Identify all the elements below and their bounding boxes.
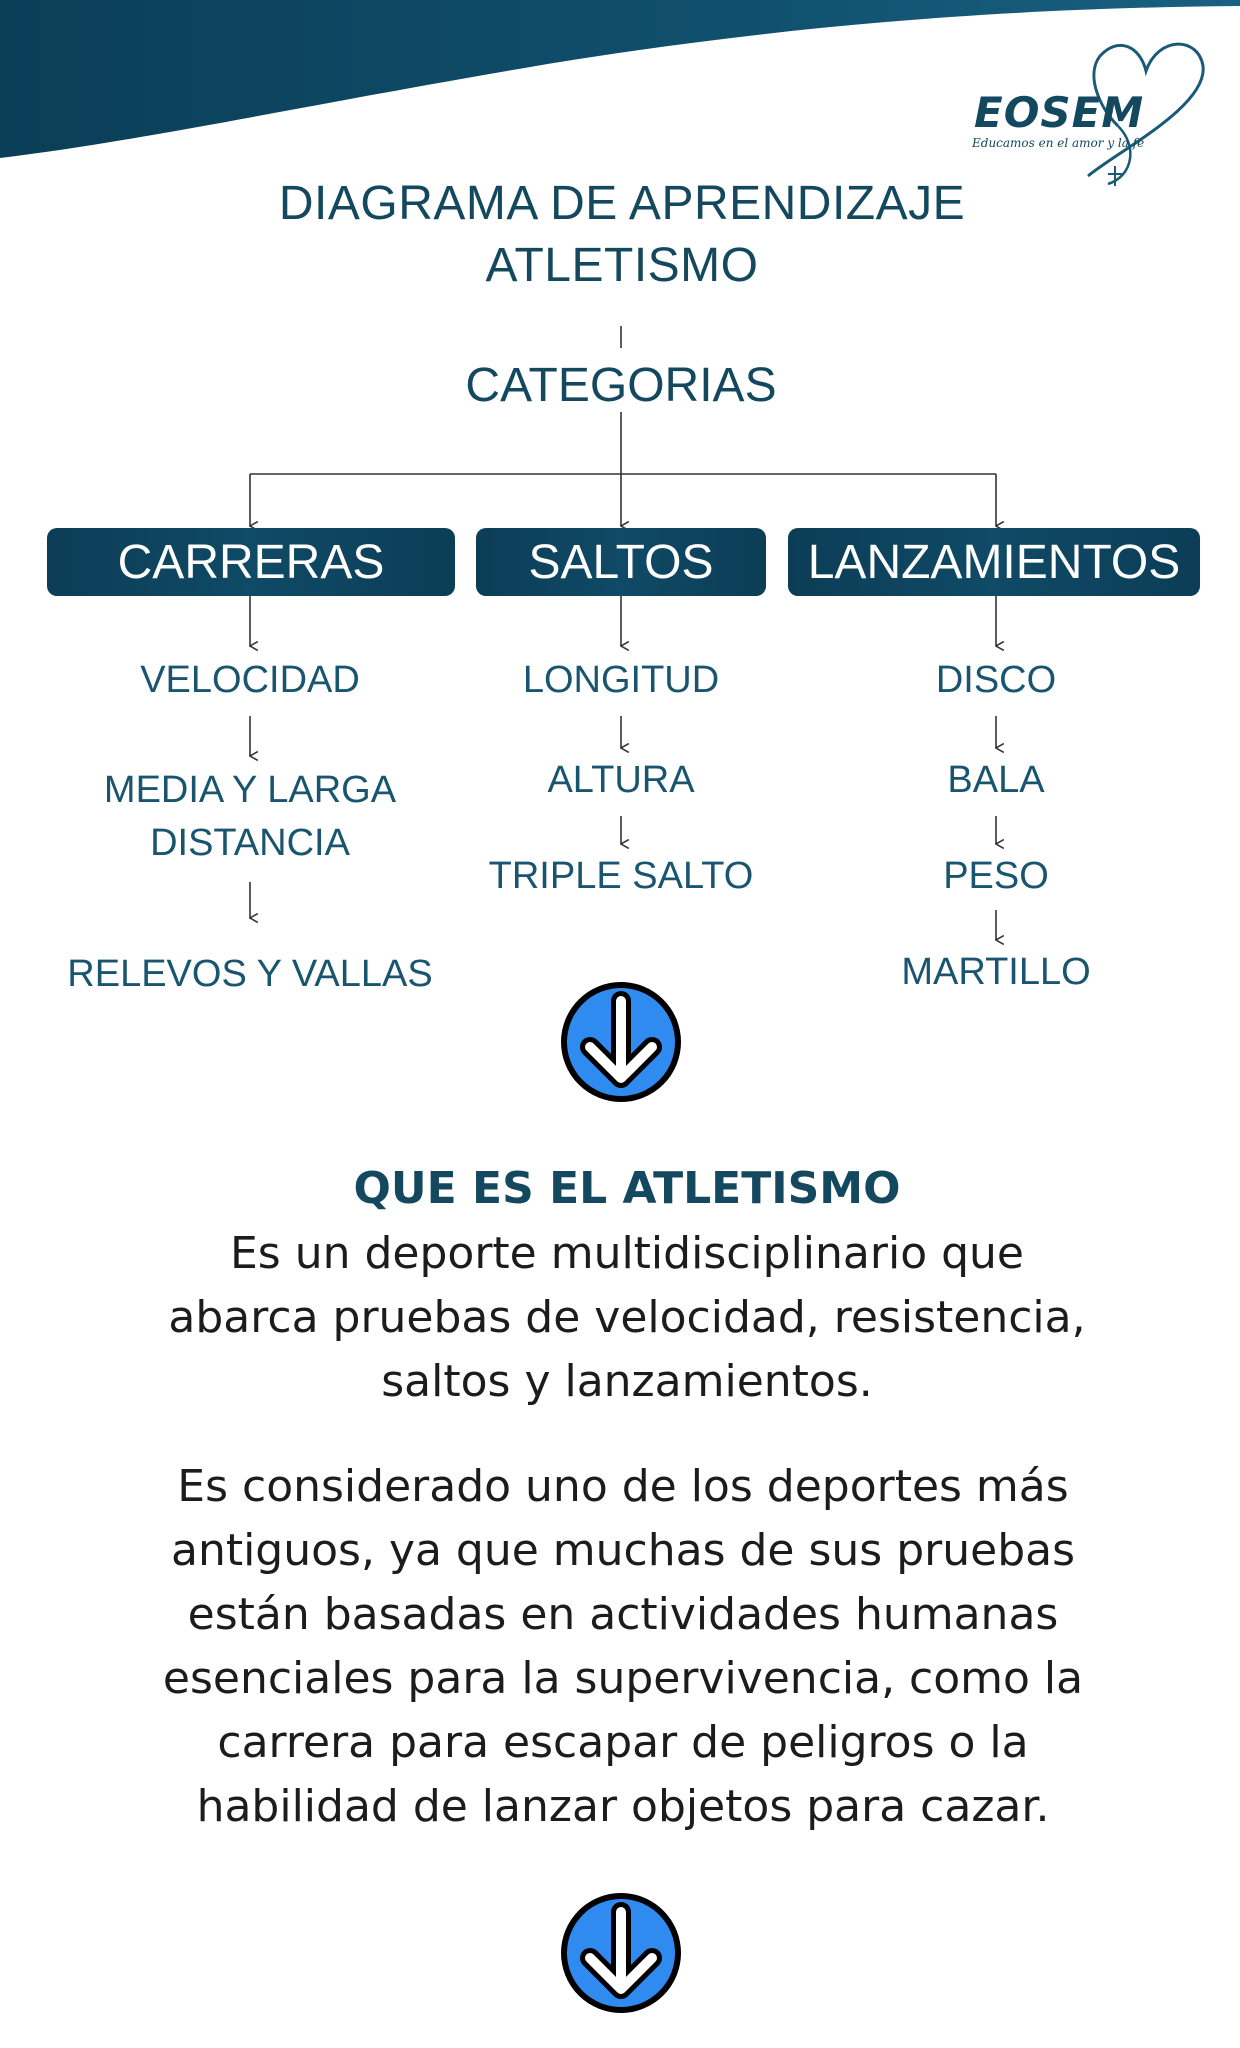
heart-icon xyxy=(1087,42,1205,186)
category-label: LANZAMIENTOS xyxy=(807,535,1181,589)
paragraph-line: abarca pruebas de velocidad, resistencia… xyxy=(168,1292,1086,1343)
paragraph-line: saltos y lanzamientos. xyxy=(381,1356,873,1407)
list-item: PESO xyxy=(943,855,1049,897)
section-heading: QUE ES EL ATLETISMO xyxy=(353,1163,901,1214)
paragraph-line: esenciales para la supervivencia, como l… xyxy=(162,1653,1084,1704)
category-label: CARRERAS xyxy=(117,535,385,589)
list-item: BALA xyxy=(947,759,1045,801)
diagram-title-line1: DIAGRAMA DE APRENDIZAJE xyxy=(278,177,966,230)
diagram-title-line2: ATLETISMO xyxy=(485,239,759,292)
eosem-logo: EOSEM Educamos en el amor y la fe xyxy=(968,26,1208,196)
paragraph-line: Es considerado uno de los deportes más xyxy=(177,1461,1069,1512)
list-item: DISTANCIA xyxy=(150,822,350,864)
logo-slogan: Educamos en el amor y la fe xyxy=(972,136,1145,150)
list-item: ALTURA xyxy=(547,759,695,801)
header-wave xyxy=(0,0,1240,158)
list-item: LONGITUD xyxy=(522,659,720,701)
list-item: RELEVOS Y VALLAS xyxy=(67,953,433,995)
list-item: MEDIA Y LARGA xyxy=(103,769,397,811)
category-lanzamientos: LANZAMIENTOS xyxy=(788,528,1200,596)
paragraph-line: antiguos, ya que muchas de sus pruebas xyxy=(170,1525,1076,1576)
arrow-down-icon[interactable] xyxy=(560,981,682,1103)
list-item: VELOCIDAD xyxy=(140,659,360,701)
paragraph-1: Es un deporte multidisciplinario que aba… xyxy=(168,1222,1085,1414)
list-item: MARTILLO xyxy=(901,951,1091,993)
list-item: DISCO xyxy=(935,659,1057,701)
category-carreras: CARRERAS xyxy=(47,528,455,596)
paragraph-line: habilidad de lanzar objetos para cazar. xyxy=(196,1781,1050,1832)
arrow-down-icon[interactable] xyxy=(560,1892,682,2014)
list-item: TRIPLE SALTO xyxy=(488,855,754,897)
paragraph-2: Es considerado uno de los deportes más a… xyxy=(163,1455,1083,1839)
paragraph-line: carrera para escapar de peligros o la xyxy=(217,1717,1029,1768)
logo-name: EOSEM xyxy=(974,88,1145,137)
category-label: SALTOS xyxy=(528,535,714,589)
diagram-connectors xyxy=(0,326,1240,1000)
diagram-root: CATEGORIAS xyxy=(465,359,777,412)
paragraph-line: Es un deporte multidisciplinario que xyxy=(229,1228,1024,1279)
category-saltos: SALTOS xyxy=(476,528,766,596)
paragraph-line: están basadas en actividades humanas xyxy=(187,1589,1059,1640)
